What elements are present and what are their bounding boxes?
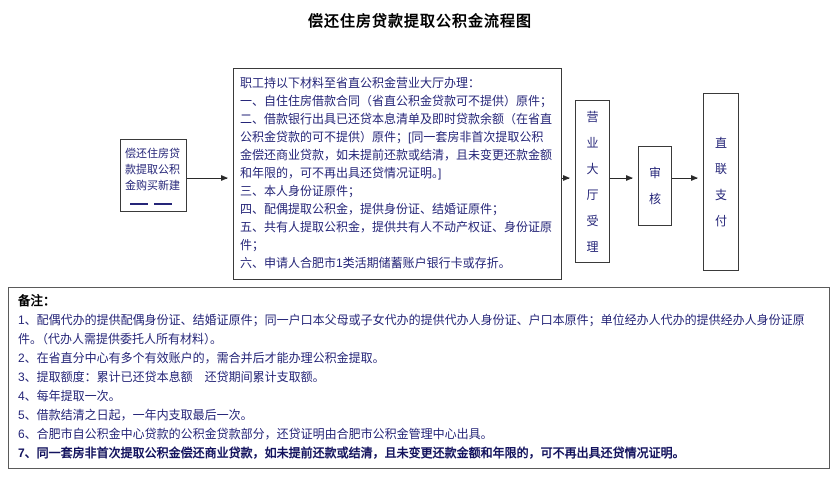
start-box-text: 偿还住房贷款提取公积金购买新建 [125, 148, 180, 192]
step-label-reception: 营业大厅受理 [586, 109, 599, 254]
notes-item: 6、合肥市自公积金中心贷款的公积金贷款部分，还贷证明由合肥市公积金管理中心出具。 [18, 427, 493, 441]
step-label-payment: 直联支付 [714, 136, 727, 228]
arrow-reception-to-review [610, 175, 633, 181]
materials-box: 职工持以下材料至省直公积金营业大厅办理： 一、自住住房借款合同（省直公积金贷款可… [233, 68, 562, 280]
arrow-start-to-materials [187, 175, 228, 181]
notes-list: 1、配偶代办的提供配偶身份证、结婚证原件；同一户口本父母或子女代办的提供代办人身… [18, 311, 820, 463]
materials-header: 职工持以下材料至省直公积金营业大厅办理： [240, 76, 481, 90]
notes-item: 1、配偶代办的提供配偶身份证、结婚证原件；同一户口本父母或子女代办的提供代办人身… [18, 313, 805, 346]
start-box: 偿还住房贷款提取公积金购买新建 [120, 139, 187, 212]
materials-list: 一、自住住房借款合同（省直公积金贷款可不提供）原件； 二、借款银行出具已还贷本息清… [240, 92, 555, 272]
notes-box: 备注： 1、配偶代办的提供配偶身份证、结婚证原件；同一户口本父母或子女代办的提供… [8, 287, 830, 469]
step-label-review: 审核 [648, 166, 661, 206]
notes-item: 3、提取额度：累计已还贷本息额 还贷期间累计支取额。 [18, 370, 325, 384]
step-box-payment: 直联支付 [703, 93, 739, 271]
arrow-review-to-payment [672, 175, 698, 181]
notes-item: 4、每年提取一次。 [18, 389, 121, 403]
notes-item: 2、在省直分中心有多个有效账户的，需合并后才能办理公积金提取。 [18, 351, 385, 365]
arrow-materials-to-reception [562, 175, 570, 181]
materials-item: 四、配偶提取公积金，提供身份证、结婚证原件； [240, 202, 505, 216]
notes-heading: 备注： [18, 294, 56, 308]
materials-item: 一、自住住房借款合同（省直公积金贷款可不提供）原件； [240, 94, 553, 108]
page-title: 偿还住房贷款提取公积金流程图 [307, 13, 532, 30]
notes-item: 5、借款结清之日起，一年内支取最后一次。 [18, 408, 253, 422]
step-box-review: 审核 [638, 146, 672, 226]
materials-item: 三、本人身份证原件； [240, 184, 361, 198]
materials-item: 六、申请人合肥市1类活期储蓄账户银行卡或存折。 [240, 256, 511, 270]
notes-item: 7、同一套房非首次提取公积金偿还商业贷款，如未提前还款或结清，且未变更还款金额和… [18, 446, 685, 460]
materials-item: 五、共有人提取公积金，提供共有人不动产权证、身份证原件； [240, 220, 553, 252]
materials-item: 二、借款银行出具已还贷本息清单及即时贷款余额（在省直公积金贷款的可不提供）原件；… [240, 112, 553, 180]
step-box-reception: 营业大厅受理 [575, 100, 610, 263]
